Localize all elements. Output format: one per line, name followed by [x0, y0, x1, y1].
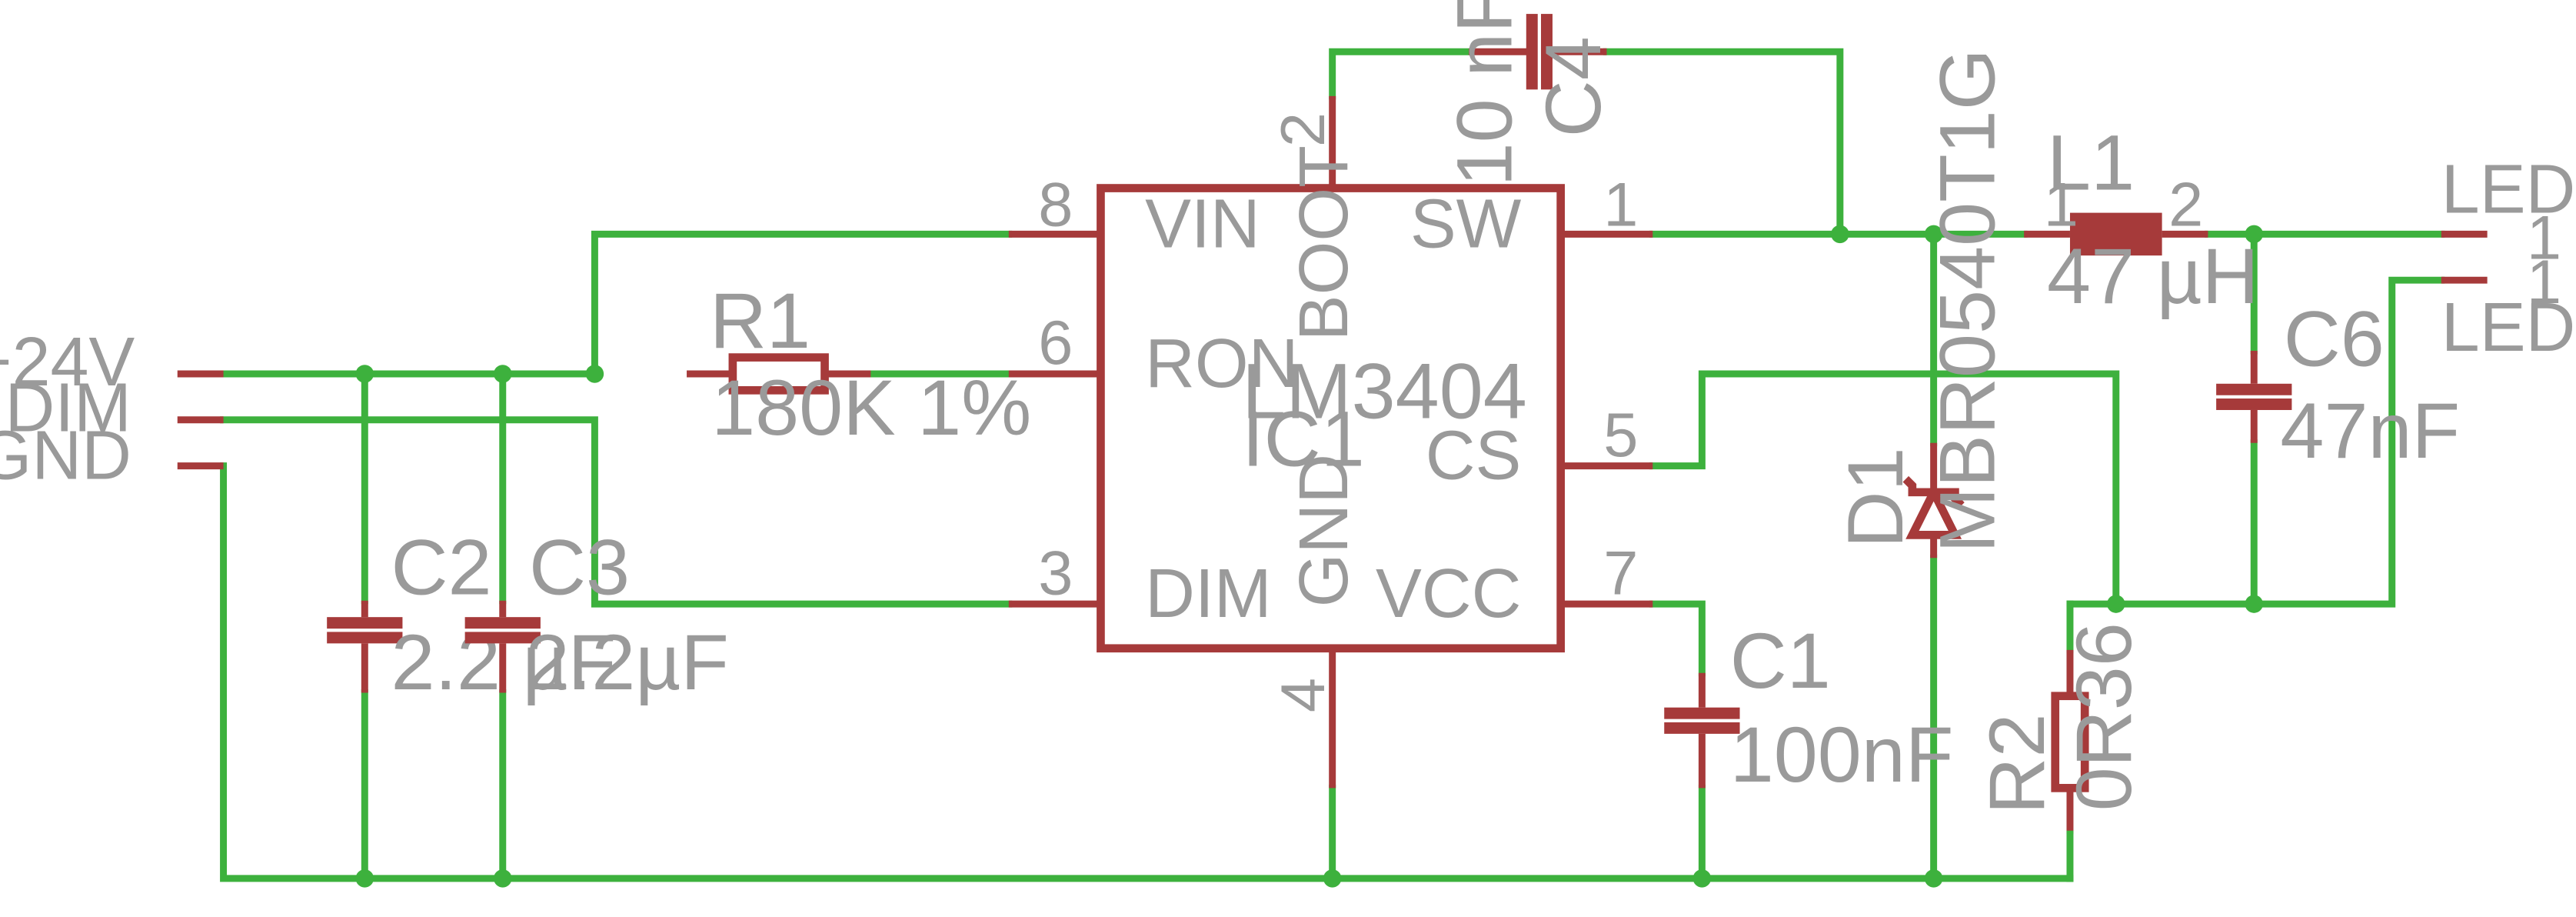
diode-d1: D1 MBR0540T1G: [1831, 48, 2012, 559]
junction-dot: [1831, 225, 1849, 244]
ic1-part: LM3404: [1242, 347, 1527, 435]
c1-plate-top: [1664, 707, 1740, 719]
net-cs: [1649, 370, 2120, 608]
junction-dot: [494, 365, 512, 383]
wires: [220, 48, 2445, 882]
pin-num-sw: 1: [1603, 171, 1638, 240]
junction-dot: [2245, 225, 2264, 244]
c3-ref: C3: [529, 522, 630, 611]
c2-plate-top: [327, 617, 403, 629]
c4-ref: C4: [1529, 36, 1617, 137]
pin-num-boot: 2: [1269, 112, 1338, 147]
c6-plate-top: [2216, 383, 2292, 395]
pin-num-dim: 3: [1038, 539, 1073, 608]
junction-dot: [355, 869, 374, 888]
junction-dot: [1924, 225, 1943, 244]
net-c4-sw: [1603, 48, 1844, 238]
r1-value: 180K 1%: [711, 363, 1031, 452]
label-dim-port: DIM: [5, 370, 131, 447]
junction-dot: [585, 365, 604, 383]
net-vcc: [1649, 600, 1706, 677]
net-gnd: [220, 462, 2074, 882]
c1-ref: C1: [1730, 616, 1831, 705]
c4-plate-right: [1541, 14, 1553, 90]
r2-value: 0R36: [2059, 622, 2148, 811]
label-24v: +24V: [0, 324, 135, 401]
c6-value: 47nF: [2280, 386, 2460, 475]
junction-dot: [1692, 869, 1712, 888]
net-dim: [220, 416, 1013, 608]
l1-pin1: 1: [2044, 171, 2078, 240]
resistor-r1: R1 180K 1%: [687, 276, 1031, 452]
l1-value: 47 µH: [2047, 232, 2259, 320]
junction-dot: [1323, 869, 1342, 888]
c4-value: 10 nF: [1440, 0, 1529, 186]
c6-ref: C6: [2284, 294, 2385, 382]
pin-name-boot: BOOT: [1286, 145, 1363, 341]
ic1-lm3404: 8 6 3 1 5 7 2 4 VIN RON DIM SW CS VCC BO…: [1008, 95, 1653, 789]
pin-name-vcc: VCC: [1376, 555, 1521, 632]
c4-plate-left: [1526, 14, 1538, 90]
junction-dot: [355, 365, 374, 383]
c6-plate-bottom: [2216, 398, 2292, 410]
capacitor-c1: C1 100nF: [1664, 616, 1953, 799]
c1-plate-bottom: [1664, 722, 1740, 734]
pin-num-gnd: 4: [1269, 678, 1338, 712]
c3-plate-top: [464, 617, 541, 629]
capacitor-c6: C6 47nF: [2216, 294, 2460, 475]
pin-num-cs: 5: [1603, 401, 1638, 470]
capacitor-c3: C3 2.2µF: [464, 522, 729, 706]
l1-pin2: 2: [2168, 171, 2203, 240]
d1-cathode-bar: [1902, 475, 1965, 509]
junction-dot: [2245, 595, 2264, 613]
net-led-minus: [2066, 276, 2445, 608]
junctions: [355, 225, 2264, 888]
ic1-ref: IC1: [1242, 395, 1365, 483]
c2-plate-bottom: [327, 632, 403, 644]
pin-name-dim: DIM: [1145, 555, 1271, 632]
pin-name-cs: CS: [1426, 418, 1522, 495]
d1-ref: D1: [1831, 447, 1919, 548]
junction-dot: [494, 869, 512, 888]
c1-value: 100nF: [1730, 710, 1954, 799]
resistor-r2: R2 0R36: [1972, 622, 2148, 882]
r1-body: [728, 353, 829, 395]
net-vin: [591, 230, 1013, 378]
pin-name-sw: SW: [1410, 185, 1522, 262]
pin-name-vin: VIN: [1145, 185, 1260, 262]
c2-ref: C2: [391, 522, 491, 611]
net-boot: [1329, 48, 1473, 100]
l1-body: [2069, 212, 2162, 256]
d1-value: MBR0540T1G: [1923, 48, 2012, 552]
r1-ref: R1: [710, 276, 810, 365]
output-connector: LED+ 1 1 LED-: [2441, 152, 2576, 366]
input-connector: +24V DIM GND: [0, 324, 224, 495]
led-minus-pin-num: 1: [2527, 248, 2561, 317]
pin-name-ron: RON: [1145, 325, 1298, 402]
capacitor-c4: 10 nF C4: [1440, 0, 1617, 186]
pin-name-gnd: GND: [1286, 454, 1363, 607]
label-led-plus: LED+: [2441, 152, 2576, 228]
c3-value: 2.2µF: [526, 618, 729, 706]
junction-dot: [1924, 869, 1943, 888]
label-gnd-port: GND: [0, 418, 131, 495]
pin-num-ron: 6: [1038, 308, 1073, 378]
pin-num-vcc: 7: [1603, 539, 1638, 608]
inductor-l1: L1 1 2 47 µH: [2024, 118, 2259, 320]
l1-ref: L1: [2047, 118, 2135, 207]
c3-plate-bottom: [464, 632, 541, 644]
junction-dot: [2107, 595, 2125, 613]
r2-ref: R2: [1972, 713, 2061, 814]
led-plus-pin-num: 1: [2527, 203, 2561, 272]
pin-num-vin: 8: [1038, 171, 1073, 240]
label-led-minus: LED-: [2441, 289, 2576, 366]
